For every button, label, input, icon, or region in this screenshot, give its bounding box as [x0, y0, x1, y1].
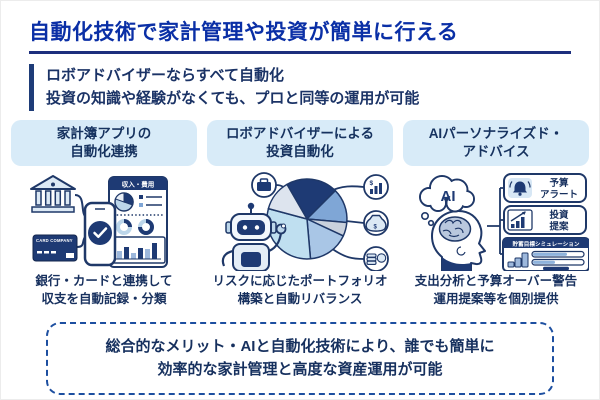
savings-simulation-box: 貯蓄目標シミュレーション [502, 237, 589, 271]
card-label: CARD COMPANY [36, 238, 73, 243]
ai-label: AI [441, 188, 456, 205]
budget-app-panel: 収入・費用 [108, 176, 168, 268]
money-bag-icon: $ [363, 210, 389, 236]
bank-icon [30, 175, 76, 213]
growth-chart-icon: $ [363, 174, 389, 200]
box3-header-label: 貯蓄目標シミュレーション [513, 240, 580, 248]
column-household-app: 家計簿アプリの 自動化連携 CARD COMPANY [11, 120, 197, 308]
box1-label-line2: アラート [540, 190, 578, 201]
column2-caption-line2: 構築と自動リバランス [237, 291, 363, 306]
column1-header: 家計簿アプリの 自動化連携 [11, 120, 197, 166]
briefcase-icon [251, 172, 277, 198]
column-ai-advice: AIパーソナライズド・ アドバイス [403, 120, 589, 308]
column1-caption-line2: 収支を自動記録・分類 [41, 291, 167, 306]
app-header-label: 収入・費用 [122, 180, 155, 189]
coins-icon [363, 246, 389, 271]
column1-caption: 銀行・カードと連携して 収支を自動記録・分類 [35, 273, 172, 308]
column3-caption: 支出分析と予算オーバー警告 運用提案等を個別提供 [415, 273, 577, 308]
column2-header-line1: ロボアドバイザーによる [225, 125, 375, 141]
summary-line-2: 効率的な家計管理と高度な資産運用が可能 [157, 361, 443, 379]
column1-caption-line1: 銀行・カードと連携して [35, 274, 173, 288]
box2-label-line2: 提案 [549, 221, 569, 233]
bell-icon [509, 181, 531, 196]
column1-header-line2: 自動化連携 [70, 144, 138, 159]
box2-label-line1: 投資 [549, 209, 569, 221]
household-app-illustration: CARD COMPANY 収入・費用 [30, 175, 168, 268]
budget-alert-box: 予算 アラート [503, 173, 587, 203]
robo-advisor-illustration: $ $ [221, 172, 389, 271]
svg-text:$: $ [370, 180, 374, 187]
lead-line-1: ロボアドバイザーならすべて自動化 [46, 67, 285, 84]
column2-caption: リスクに応じたポートフォリオ 構築と自動リバランス [212, 273, 387, 308]
column3-header: AIパーソナライズド・ アドバイス [403, 120, 589, 166]
smartphone-check-icon [83, 201, 117, 267]
feature-columns: 家計簿アプリの 自動化連携 CARD COMPANY [11, 120, 589, 308]
human-head-brain-icon [431, 209, 486, 271]
lead-text: ロボアドバイザーならすべて自動化 投資の知識や経験がなくても、プロと同等の運用が… [29, 64, 571, 111]
summary-line-1: 総合的なメリット・AIと自動化技術により、誰でも簡単に [105, 338, 495, 355]
column3-header-line1: AIパーソナライズド・ [428, 125, 564, 141]
lead-line-2: 投資の知識や経験がなくても、プロと同等の運用が可能 [46, 89, 420, 107]
column3-header-line2: アドバイス [462, 144, 530, 159]
column1-header-line1: 家計簿アプリの [56, 125, 152, 141]
investment-proposal-box: 投資 提案 [503, 205, 587, 235]
svg-text:$: $ [374, 225, 378, 231]
robot-icon [221, 202, 287, 271]
box1-label-line1: 予算 [549, 177, 569, 189]
column2-header-line2: 投資自動化 [266, 144, 334, 159]
column2-caption-line1: リスクに応じたポートフォリオ [212, 274, 388, 288]
column3-caption-line2: 運用提案等を個別提供 [433, 291, 559, 306]
portfolio-pie-chart [266, 178, 348, 260]
credit-card-icon: CARD COMPANY [32, 234, 78, 262]
summary-box: 総合的なメリット・AIと自動化技術により、誰でも簡単に 効率的な家計管理と高度な… [46, 322, 554, 395]
ai-advice-illustration: AI 予算 アラート [419, 173, 589, 271]
column-robo-advisor: ロボアドバイザーによる 投資自動化 [207, 120, 393, 308]
column3-caption-line1: 支出分析と予算オーバー警告 [414, 274, 578, 288]
page-title: 自動化技術で家計管理や投資が簡単に行える [29, 16, 571, 54]
ai-thought-bubble: AI [419, 175, 475, 227]
column2-header: ロボアドバイザーによる 投資自動化 [207, 120, 393, 166]
bar-chart-icon [507, 209, 533, 231]
coin-stack-icon [507, 252, 529, 268]
